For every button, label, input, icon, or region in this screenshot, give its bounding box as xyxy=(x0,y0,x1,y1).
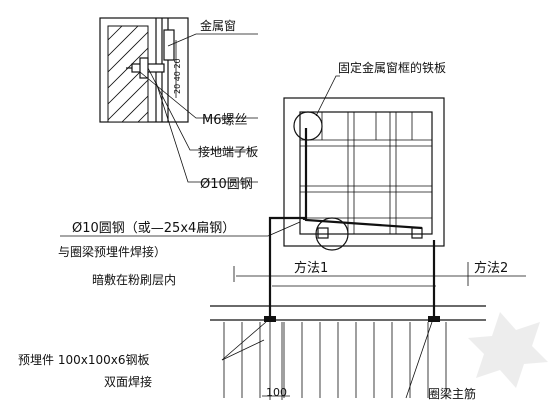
window-frame-section xyxy=(163,29,175,61)
label-embedded-plate: 预埋件 100x100x6钢板 xyxy=(18,353,149,367)
label-ring-beam: 圈梁主筋 xyxy=(428,386,476,401)
wall-section-detail: 20 40 20 xyxy=(99,17,189,123)
window-outer-frame xyxy=(283,97,445,247)
dim-20-40-20: 20 40 20 xyxy=(173,58,182,94)
label-metal-window: 金属窗 xyxy=(200,18,236,33)
label-concealed: 暗敷在粉刷层内 xyxy=(92,272,176,287)
label-method1: 方法1 xyxy=(294,260,328,276)
leader-ring-beam xyxy=(405,321,433,399)
window-elevation xyxy=(283,97,445,251)
window-inner-frame xyxy=(299,111,433,235)
detail-circle-bottom xyxy=(315,217,349,251)
watermark-logo xyxy=(468,312,548,388)
label-round-steel-or-flat: Ø10圆钢（或—25x4扁钢） xyxy=(72,221,235,236)
label-m6-bolt: M6螺丝 xyxy=(202,113,248,128)
label-double-weld: 双面焊接 xyxy=(104,374,152,389)
embedded-plate-mark xyxy=(264,316,276,322)
conductor-path xyxy=(304,128,423,230)
ring-beam xyxy=(210,305,486,398)
label-fixing-plate: 固定金属窗框的铁板 xyxy=(338,60,446,75)
dim-100: 100 xyxy=(266,386,287,399)
method1-down-conductor xyxy=(268,216,306,322)
leader-fixing-plate xyxy=(315,75,340,117)
top-left-leaders xyxy=(139,33,258,183)
label-weld-ring-beam: 与圈梁预埋件焊接） xyxy=(58,244,166,259)
label-ground-plate: 接地端子板 xyxy=(198,144,258,159)
label-method2: 方法2 xyxy=(474,260,508,276)
detail-circle-top xyxy=(293,111,323,141)
label-round-steel-10: Ø10圆钢 xyxy=(200,177,253,192)
